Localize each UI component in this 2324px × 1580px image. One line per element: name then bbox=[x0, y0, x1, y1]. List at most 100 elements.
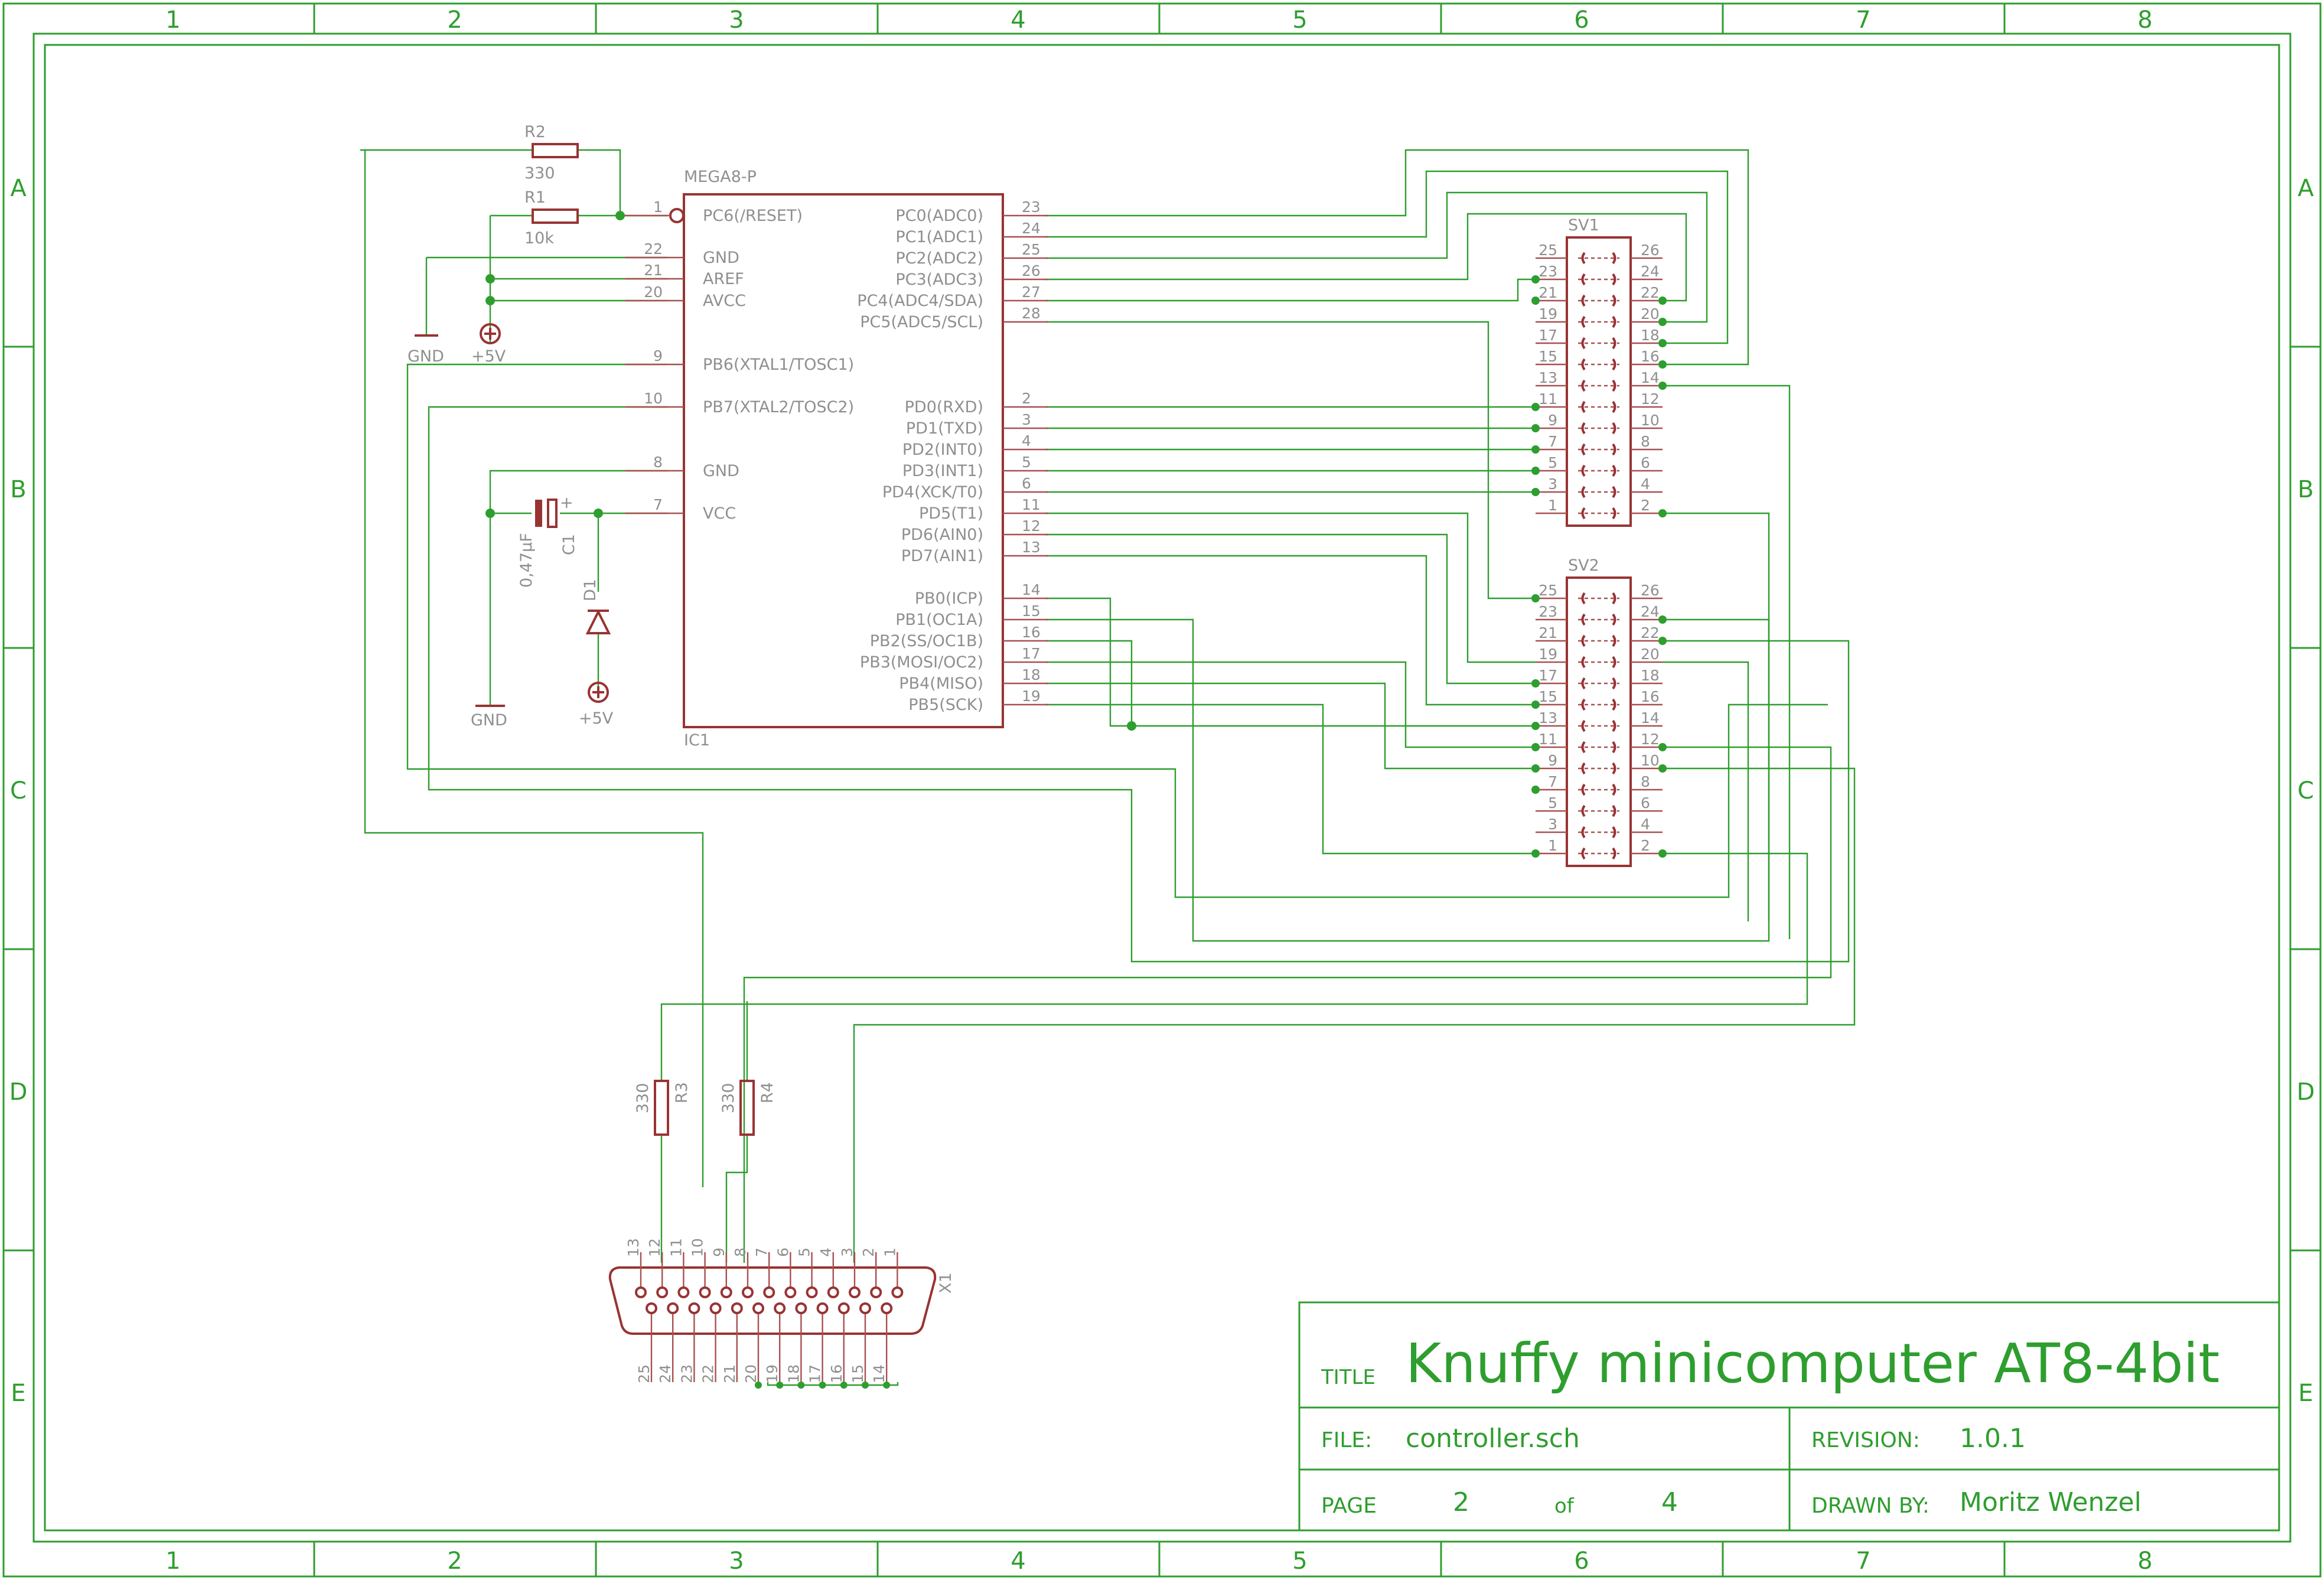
junction-dot bbox=[1531, 445, 1540, 454]
header-pin-number: 2 bbox=[1641, 497, 1650, 514]
ic1-pin-number: 25 bbox=[1022, 241, 1041, 258]
junction-dot bbox=[1531, 424, 1540, 432]
header-contact-left bbox=[1581, 677, 1586, 690]
junction-dot bbox=[1531, 594, 1540, 602]
x1-pin-contact bbox=[806, 1286, 818, 1298]
header-contact-right bbox=[1612, 400, 1616, 413]
x1-pin-contact bbox=[870, 1286, 882, 1298]
col-label-top: 6 bbox=[1574, 6, 1589, 34]
ic1-pin-label: VCC bbox=[703, 504, 736, 523]
header-contact-left bbox=[1581, 698, 1586, 711]
header-contact-left bbox=[1581, 443, 1586, 456]
header-pin-number: 4 bbox=[1641, 816, 1650, 833]
header-pin-number: 18 bbox=[1641, 327, 1660, 344]
col-label-bottom: 3 bbox=[729, 1548, 744, 1575]
file-label: FILE: bbox=[1321, 1428, 1372, 1452]
header-contact-right bbox=[1612, 358, 1616, 371]
header-contact-left bbox=[1581, 719, 1586, 732]
ic1-pin-number: 14 bbox=[1022, 581, 1041, 598]
junction-dot bbox=[1531, 488, 1540, 496]
vcc-label: +5V bbox=[579, 709, 614, 728]
header-pin-number: 24 bbox=[1641, 263, 1660, 280]
ic1-pin-number: 26 bbox=[1022, 262, 1041, 279]
junction-dot bbox=[1531, 297, 1540, 305]
net-wires bbox=[360, 149, 1856, 1386]
header-contact-left bbox=[1581, 315, 1586, 328]
frame-column-labels: 1 2 3 4 5 6 7 8 1 2 3 4 5 6 7 8 bbox=[165, 6, 2152, 1575]
header-pin-number: 21 bbox=[1539, 284, 1557, 301]
ic1-pin-label: GND bbox=[703, 249, 739, 267]
r3-value: 330 bbox=[634, 1083, 652, 1113]
ic1-pin-label: AVCC bbox=[703, 292, 746, 310]
junction-dot bbox=[1531, 679, 1540, 688]
junction-dot bbox=[1658, 318, 1667, 326]
junction-dot bbox=[1658, 849, 1667, 858]
header-pin-number: 8 bbox=[1641, 773, 1650, 790]
ic1-pin-number: 3 bbox=[1022, 411, 1031, 428]
drawn-by-label: DRAWN BY: bbox=[1811, 1494, 1929, 1518]
header-pin-number: 7 bbox=[1548, 773, 1557, 790]
header-pin-number: 16 bbox=[1641, 348, 1660, 365]
sv1-name: SV1 bbox=[1568, 216, 1599, 234]
junction-dots bbox=[485, 211, 1136, 731]
header-contact-right bbox=[1612, 719, 1616, 732]
x1-pin-contact bbox=[677, 1286, 690, 1298]
vcc-label: +5V bbox=[471, 347, 506, 366]
x1-pin-number: 1 bbox=[881, 1247, 898, 1257]
row-label-left: B bbox=[10, 476, 26, 503]
ic1-pin-label: PD7(AIN1) bbox=[901, 547, 983, 565]
junction-dot bbox=[1531, 701, 1540, 709]
x1-pin-contact bbox=[699, 1286, 711, 1298]
r4-value: 330 bbox=[719, 1083, 738, 1113]
x1-pin-number: 20 bbox=[742, 1364, 760, 1383]
header-pin-number: 19 bbox=[1539, 305, 1557, 322]
ic1-pin-number: 24 bbox=[1022, 220, 1041, 237]
header-pin-number: 18 bbox=[1641, 667, 1660, 684]
frame-row-labels: A B C D E A B C D E bbox=[9, 175, 2315, 1407]
x1-pin-contact bbox=[891, 1286, 904, 1298]
header-pin-number: 21 bbox=[1539, 624, 1557, 641]
header-pin-number: 7 bbox=[1548, 433, 1557, 450]
header-pin-number: 10 bbox=[1641, 412, 1660, 429]
junction-dot bbox=[1658, 297, 1667, 305]
row-label-left: D bbox=[9, 1079, 28, 1106]
header-contact-right bbox=[1612, 379, 1616, 392]
header-contact-right bbox=[1612, 422, 1616, 435]
header-pin-number: 26 bbox=[1641, 242, 1660, 259]
header-contact-left bbox=[1581, 400, 1586, 413]
junction-dot bbox=[840, 1382, 848, 1389]
r1-name: R1 bbox=[524, 188, 546, 207]
title-block: TITLE Knuffy minicomputer AT8-4bit FILE:… bbox=[1298, 1301, 2280, 1532]
ic1-pin-number: 7 bbox=[653, 496, 663, 513]
header-contact-right bbox=[1612, 656, 1616, 669]
gnd-label: GND bbox=[471, 711, 507, 729]
header-pin-number: 11 bbox=[1539, 390, 1557, 408]
col-label-top: 3 bbox=[729, 6, 744, 34]
x1-pin-number: 13 bbox=[625, 1238, 642, 1257]
header-pin-number: 23 bbox=[1539, 263, 1557, 280]
ic1-pin-label: PB6(XTAL1/TOSC1) bbox=[703, 356, 854, 374]
header-pin-number: 16 bbox=[1641, 688, 1660, 705]
col-label-bottom: 8 bbox=[2137, 1548, 2152, 1575]
header-contact-left bbox=[1581, 273, 1586, 286]
header-pin-number: 3 bbox=[1548, 816, 1557, 833]
header-pin-number: 15 bbox=[1539, 688, 1557, 705]
ic1-pin-label: PC2(ADC2) bbox=[895, 249, 983, 268]
ic1-pin-number: 10 bbox=[644, 390, 663, 407]
header-contact-right bbox=[1612, 677, 1616, 690]
header-pin-number: 5 bbox=[1548, 794, 1557, 812]
header-contact-right bbox=[1612, 613, 1616, 626]
junction-dot bbox=[1531, 849, 1540, 858]
ic1-pin-label: PD2(INT0) bbox=[902, 441, 983, 459]
header-pin-number: 6 bbox=[1641, 794, 1650, 812]
header-contact-right bbox=[1612, 464, 1616, 477]
header-contact-right bbox=[1612, 741, 1616, 754]
x1-pin-number: 9 bbox=[710, 1247, 728, 1257]
x1-pin-number: 24 bbox=[657, 1364, 674, 1383]
x1-pin-contact bbox=[827, 1286, 839, 1298]
junction-dot bbox=[1531, 467, 1540, 475]
